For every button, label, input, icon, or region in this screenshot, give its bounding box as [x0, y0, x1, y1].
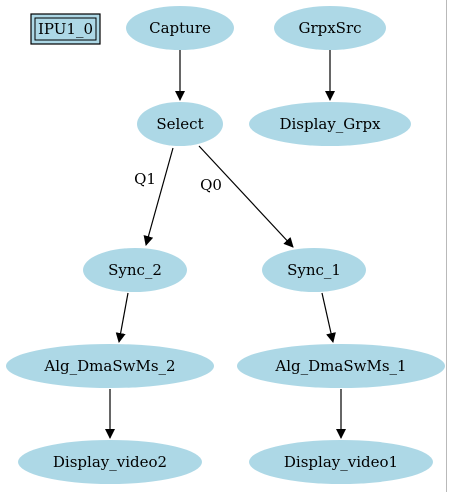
edge-sync-1-alg-1 [321, 292, 336, 343]
node-alg-dmaswms-2-label: Alg_DmaSwMs_2 [43, 357, 175, 375]
node-capture[interactable]: Capture [126, 6, 234, 50]
node-alg-dmaswms-2[interactable]: Alg_DmaSwMs_2 [6, 344, 214, 388]
node-alg-dmaswms-1[interactable]: Alg_DmaSwMs_1 [237, 344, 445, 388]
node-grpxsrc[interactable]: GrpxSrc [274, 6, 386, 50]
core-label-box: IPU1_0 [30, 13, 101, 45]
edges [105, 50, 346, 439]
node-display-video2[interactable]: Display_video2 [18, 440, 202, 484]
edge-sync-2-alg-2 [115, 292, 129, 343]
right-border-line [446, 0, 447, 492]
node-display-video2-label: Display_video2 [53, 453, 167, 471]
edge-label-q1: Q1 [134, 170, 156, 188]
node-display-grpx[interactable]: Display_Grpx [249, 102, 411, 146]
node-grpxsrc-label: GrpxSrc [298, 19, 361, 37]
edge-select-sync-1 [198, 145, 294, 248]
node-select[interactable]: Select [137, 102, 223, 146]
node-display-video1-label: Display_video1 [284, 453, 398, 471]
core-label: IPU1_0 [38, 20, 93, 38]
node-alg-dmaswms-1-label: Alg_DmaSwMs_1 [274, 357, 406, 375]
edge-label-q0: Q0 [200, 176, 222, 194]
node-sync-2[interactable]: Sync_2 [83, 248, 187, 292]
node-sync-1-label: Sync_1 [287, 261, 341, 279]
node-capture-label: Capture [149, 19, 211, 37]
node-display-grpx-label: Display_Grpx [279, 115, 381, 133]
edge-select-sync-2 [143, 147, 174, 246]
node-select-label: Select [156, 115, 203, 133]
node-sync-2-label: Sync_2 [108, 261, 162, 279]
node-display-video1[interactable]: Display_video1 [249, 440, 433, 484]
node-sync-1[interactable]: Sync_1 [262, 248, 366, 292]
